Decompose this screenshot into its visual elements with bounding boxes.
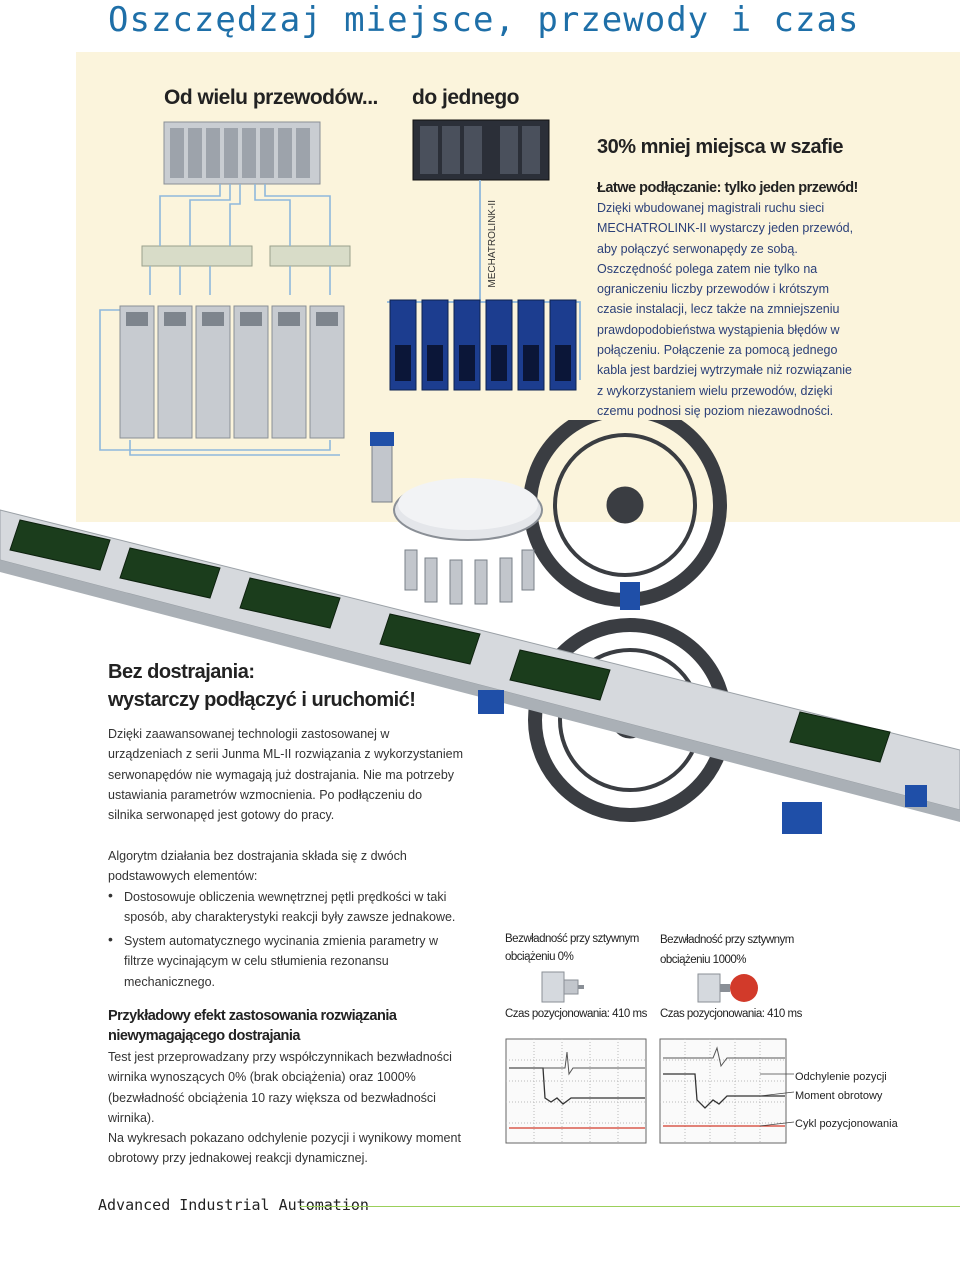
easy-line-11: czemu podnosi się poziom niezawodności. [597, 403, 834, 418]
wiring-comparison-illustration [99, 119, 581, 456]
right-positioning-time: Czas pozycjonowania: 410 ms [660, 1008, 802, 1020]
easy-line-5: ograniczeniu liczby przewodów i krótszym [597, 282, 830, 297]
footer-text: Advanced Industrial Automation [98, 1196, 369, 1214]
no-tuning-line-4: ustawiania parametrów wzmocnienia. Po po… [108, 787, 423, 802]
example-heading: Przykładowy efekt zastosowania rozwiązan… [108, 1006, 397, 1046]
right-caption-line-1: Bezwładność przy sztywnym [660, 934, 794, 946]
example-line-3: (bezwładność obciążenia 10 razy większa … [108, 1090, 436, 1105]
easy-line-8: połączeniu. Połączenie za pomocą jednego [597, 343, 838, 358]
footer-rule [300, 1206, 960, 1207]
bullet-2-line-2: filtrze wycinającym w celu stłumienia re… [124, 954, 389, 969]
scope-left [505, 1038, 647, 1144]
easy-line-4: Oszczędność polega zatem nie tylko na [597, 261, 818, 276]
oscilloscope-traces [505, 1038, 787, 1144]
mechatrolink-label: MECHATROLINK-II [487, 200, 498, 288]
no-tuning-heading-line-1: Bez dostrajania: [108, 661, 255, 683]
easy-connection-heading: Łatwe podłączanie: tylko jeden przewód! [597, 180, 858, 196]
easy-line-3: aby połączyć serwonapędy ze sobą. [597, 241, 798, 256]
page-title: Oszczędzaj miejsce, przewody i czas [108, 0, 860, 40]
bullet-2-line-1: System automatycznego wycinania zmienia … [124, 934, 439, 949]
easy-connection-section: Łatwe podłączanie: tylko jeden przewód! … [597, 178, 897, 421]
example-heading-line-1: Przykładowy efekt zastosowania rozwiązan… [108, 1008, 397, 1024]
space-heading: 30% mniej miejsca w szafie [597, 136, 844, 158]
algorithm-bullet-2: System automatycznego wycinania zmienia … [108, 931, 488, 992]
no-tuning-line-2: urządzeniach z serii Junma ML-II rozwiąz… [108, 747, 463, 762]
left-positioning-time: Czas pozycjonowania: 410 ms [505, 1008, 647, 1020]
left-caption-line-2: obciążeniu 0% [505, 951, 574, 963]
algorithm-section: Algorytm działania bez dostrajania skład… [108, 846, 488, 992]
bullet-2-line-3: mechanicznego. [124, 974, 216, 989]
motor-no-load-icon [541, 971, 584, 1003]
example-line-5: Na wykresach pokazano odchylenie pozycji… [108, 1131, 461, 1146]
no-tuning-heading-line-2: wystarczy podłączyć i uruchomić! [108, 689, 416, 711]
pick-and-place-machine-illustration [0, 420, 960, 834]
easy-line-10: z wykorzystaniem wielu przewodów, dzięki [597, 383, 833, 398]
legend-positioning-cycle: Cykl pozycjonowania [795, 1118, 898, 1130]
example-line-2: wirnika wynoszących 0% (brak obciążenia)… [108, 1070, 416, 1085]
easy-line-1: Dzięki wbudowanej magistrali ruchu sieci [597, 201, 825, 215]
easy-line-9: kabla jest bardziej wytrzymałe niż rozwi… [597, 363, 852, 378]
bullet-1-line-1: Dostosowuje obliczenia wewnętrznej pętli… [124, 889, 447, 904]
example-line-4: wirnika). [108, 1110, 155, 1125]
example-line-1: Test jest przeprowadzany przy współczynn… [108, 1050, 452, 1064]
no-tuning-line-5: silnika serwonapęd jest gotowy do pracy. [108, 808, 335, 823]
chart-legend: Odchylenie pozycji Moment obrotowy Cykl … [795, 1068, 898, 1134]
no-tuning-line-1: Dzięki zaawansowanej technologii zastoso… [108, 727, 390, 741]
example-body: Test jest przeprowadzany przy współczynn… [108, 1047, 488, 1169]
legend-leader-lines [760, 1073, 795, 1127]
legend-torque: Moment obrotowy [795, 1090, 883, 1102]
easy-line-2: MECHATROLINK-II wystarczy jeden przewód, [597, 221, 854, 236]
algorithm-bullet-1: Dostosowuje obliczenia wewnętrznej pętli… [108, 887, 488, 928]
label-many-wires: Od wielu przewodów... [164, 86, 378, 109]
algorithm-intro-line-1: Algorytm działania bez dostrajania skład… [108, 849, 407, 863]
no-tuning-heading: Bez dostrajania: wystarczy podłączyć i u… [108, 658, 416, 714]
no-tuning-line-3: serwonapędów nie wymagają już dostrajani… [108, 767, 455, 782]
right-caption: Bezwładność przy sztywnym obciążeniu 100… [660, 930, 794, 970]
easy-line-6: czasie instalacji, lecz także na zmniejs… [597, 302, 840, 317]
motor-with-load-icon [697, 973, 758, 1003]
left-caption-line-1: Bezwładność przy sztywnym [505, 933, 639, 945]
label-one-wire: do jednego [412, 86, 520, 109]
bullet-1-line-2: sposób, aby charakterystyki reakcji były… [124, 909, 456, 924]
example-heading-line-2: niewymagającego dostrajania [108, 1028, 301, 1044]
example-line-6: obrotowy przy jednakowej reakcji dynamic… [108, 1151, 368, 1166]
no-tuning-body: Dzięki zaawansowanej technologii zastoso… [108, 724, 468, 825]
legend-position-deviation: Odchylenie pozycji [795, 1071, 887, 1083]
algorithm-intro-line-2: podstawowych elementów: [108, 869, 258, 884]
left-caption: Bezwładność przy sztywnym obciążeniu 0% [505, 930, 639, 966]
easy-line-7: prawdopodobieństwa wystąpienia błędów w [597, 322, 840, 337]
right-caption-line-2: obciążeniu 1000% [660, 954, 746, 966]
